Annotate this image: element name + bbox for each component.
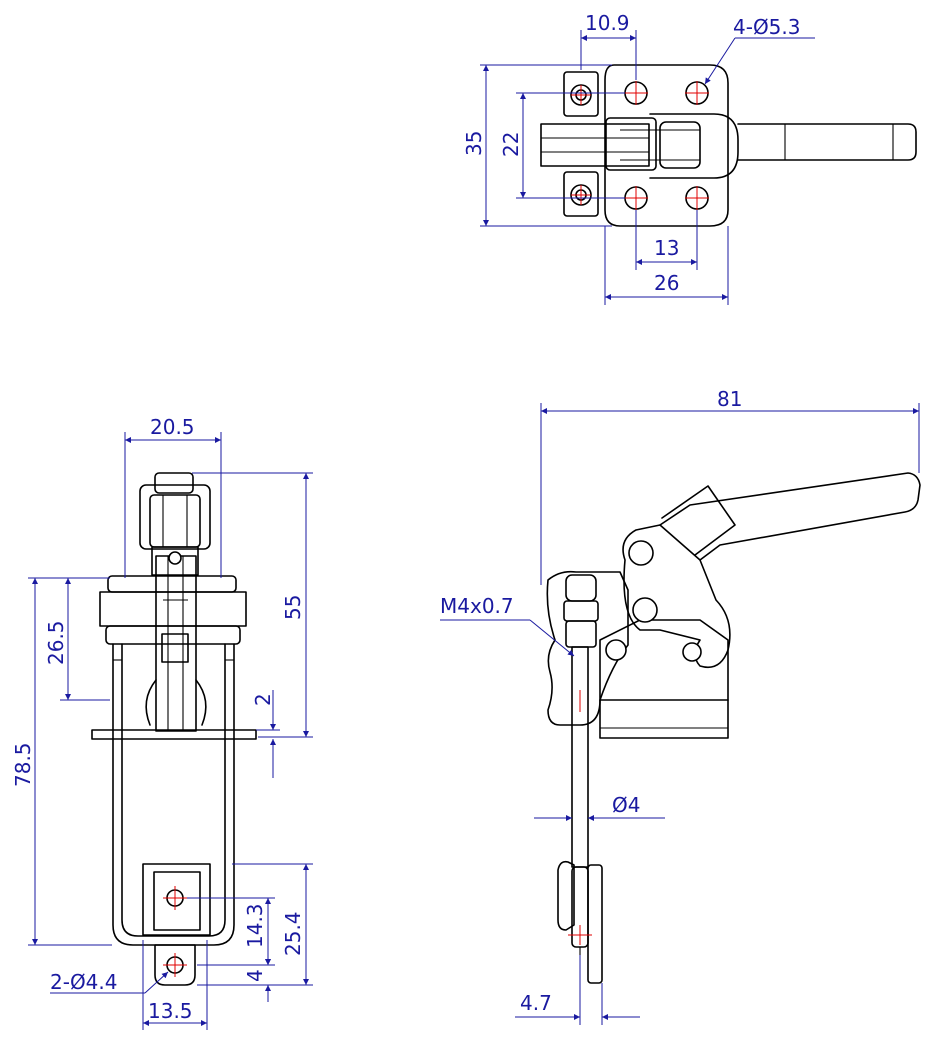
dim-label-thread: M4x0.7 [440, 594, 514, 618]
top-view: 10.9 4-Ø5.3 35 22 13 26 [462, 11, 917, 305]
dim-label-overall-length: 81 [717, 387, 742, 411]
dim-label-base-height: 35 [462, 131, 486, 156]
front-view-dimension-labels: 20.5 55 26.5 78.5 2 25.4 14.3 4 2-Ø4.4 1… [11, 415, 305, 1023]
dim-label-tip-offset: 4 [243, 969, 267, 982]
dim-label-overall-height: 78.5 [11, 742, 35, 787]
dim-label-mount-holes: 4-Ø5.3 [733, 15, 801, 39]
side-view-centerlines [568, 690, 592, 945]
front-view-outline [91, 472, 257, 986]
front-view-centerlines [163, 886, 187, 977]
dim-label-tip-thickness: 4.7 [520, 991, 552, 1015]
top-view-dimension-labels: 10.9 4-Ø5.3 35 22 13 26 [462, 11, 801, 295]
top-view-dimensions [480, 30, 815, 305]
dim-label-hole-spacing-horizontal: 13 [654, 236, 679, 260]
dim-label-tip-width: 13.5 [148, 999, 193, 1023]
dim-label-hole-offset: 14.3 [243, 903, 267, 948]
top-view-centerlines [571, 81, 709, 210]
dim-label-height-upper: 55 [281, 595, 305, 620]
dim-label-hole-spacing-vertical: 22 [499, 132, 523, 157]
dim-label-width: 20.5 [150, 415, 195, 439]
top-view-outline [540, 64, 917, 227]
dim-label-strap-length: 25.4 [281, 911, 305, 956]
dim-label-base-thickness: 2 [251, 693, 275, 706]
dim-label-base-width: 26 [654, 271, 679, 295]
dim-label-rod-diameter: Ø4 [612, 793, 640, 817]
front-view: 20.5 55 26.5 78.5 2 25.4 14.3 4 2-Ø4.4 1… [11, 415, 313, 1030]
front-view-dimensions [28, 432, 313, 1030]
dim-label-pivot-offset: 10.9 [585, 11, 630, 35]
side-view-outline [546, 472, 921, 984]
dim-label-arm-height: 26.5 [44, 620, 68, 665]
side-view-dimension-labels: 81 M4x0.7 Ø4 4.7 [440, 387, 742, 1015]
side-view: 81 M4x0.7 Ø4 4.7 [440, 387, 921, 1025]
dim-label-tip-holes: 2-Ø4.4 [50, 970, 118, 994]
side-view-dimensions [440, 403, 920, 1025]
